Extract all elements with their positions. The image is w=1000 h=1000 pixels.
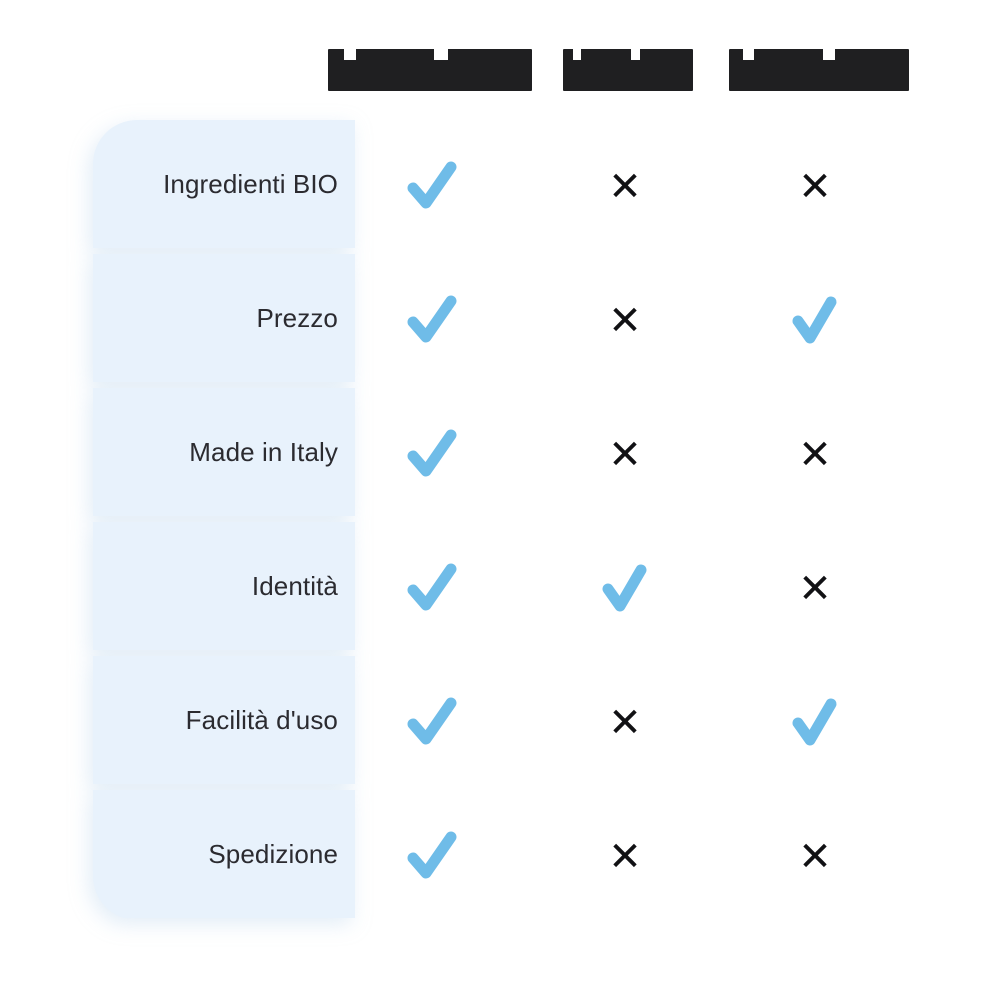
cell-cross-icon: ✕	[565, 254, 685, 387]
cell-cross-icon: ✕	[755, 388, 875, 521]
row-label-cell: Spedizione	[93, 790, 355, 918]
check-icon	[786, 691, 844, 755]
redacted-header-3: ███████	[728, 47, 910, 91]
check-icon	[403, 557, 461, 621]
row-label-cell: Made in Italy	[93, 388, 355, 516]
cell-check-icon	[372, 522, 492, 655]
table-header-row: ████████ █████ ███████	[0, 40, 1000, 100]
cross-icon: ✕	[608, 699, 642, 746]
row-label-text: Identità	[251, 570, 338, 601]
row-label-cell: Identità	[93, 522, 355, 650]
check-icon	[403, 289, 461, 353]
cell-check-icon	[565, 522, 685, 655]
row-label-text: Prezzo	[256, 302, 338, 333]
cell-check-icon	[372, 388, 492, 521]
row-label-cell: Prezzo	[93, 254, 355, 382]
cell-cross-icon: ✕	[755, 120, 875, 253]
column-header-3: ███████	[700, 40, 938, 100]
redacted-header-2: █████	[562, 47, 694, 91]
row-label-text: Facilità d'uso	[185, 704, 338, 735]
cross-icon: ✕	[798, 565, 832, 612]
cell-cross-icon: ✕	[565, 120, 685, 253]
check-icon	[403, 691, 461, 755]
cell-check-icon	[372, 790, 492, 923]
cell-check-icon	[372, 120, 492, 253]
column-header-2: █████	[548, 40, 708, 100]
check-icon	[786, 289, 844, 353]
row-label-cell: Ingredienti BIO	[93, 120, 355, 248]
cross-icon: ✕	[608, 163, 642, 210]
cell-cross-icon: ✕	[565, 790, 685, 923]
cross-icon: ✕	[608, 431, 642, 478]
redacted-header-1: ████████	[327, 47, 533, 91]
cross-icon: ✕	[798, 833, 832, 880]
cell-cross-icon: ✕	[565, 388, 685, 521]
cross-icon: ✕	[798, 163, 832, 210]
check-icon	[403, 825, 461, 889]
cell-check-icon	[755, 254, 875, 387]
cross-icon: ✕	[608, 297, 642, 344]
row-label-text: Made in Italy	[189, 436, 338, 467]
check-icon	[403, 155, 461, 219]
cell-check-icon	[755, 656, 875, 789]
cell-cross-icon: ✕	[755, 790, 875, 923]
cell-cross-icon: ✕	[755, 522, 875, 655]
row-label-text: Spedizione	[208, 838, 338, 869]
row-label-panel: Ingredienti BIO Prezzo Made in Italy Ide…	[93, 120, 355, 920]
check-icon	[596, 557, 654, 621]
row-label-cell: Facilità d'uso	[93, 656, 355, 784]
column-header-1: ████████	[300, 40, 560, 100]
cell-check-icon	[372, 254, 492, 387]
cell-cross-icon: ✕	[565, 656, 685, 789]
check-icon	[403, 423, 461, 487]
row-label-text: Ingredienti BIO	[163, 168, 338, 199]
cell-check-icon	[372, 656, 492, 789]
cross-icon: ✕	[798, 431, 832, 478]
cross-icon: ✕	[608, 833, 642, 880]
